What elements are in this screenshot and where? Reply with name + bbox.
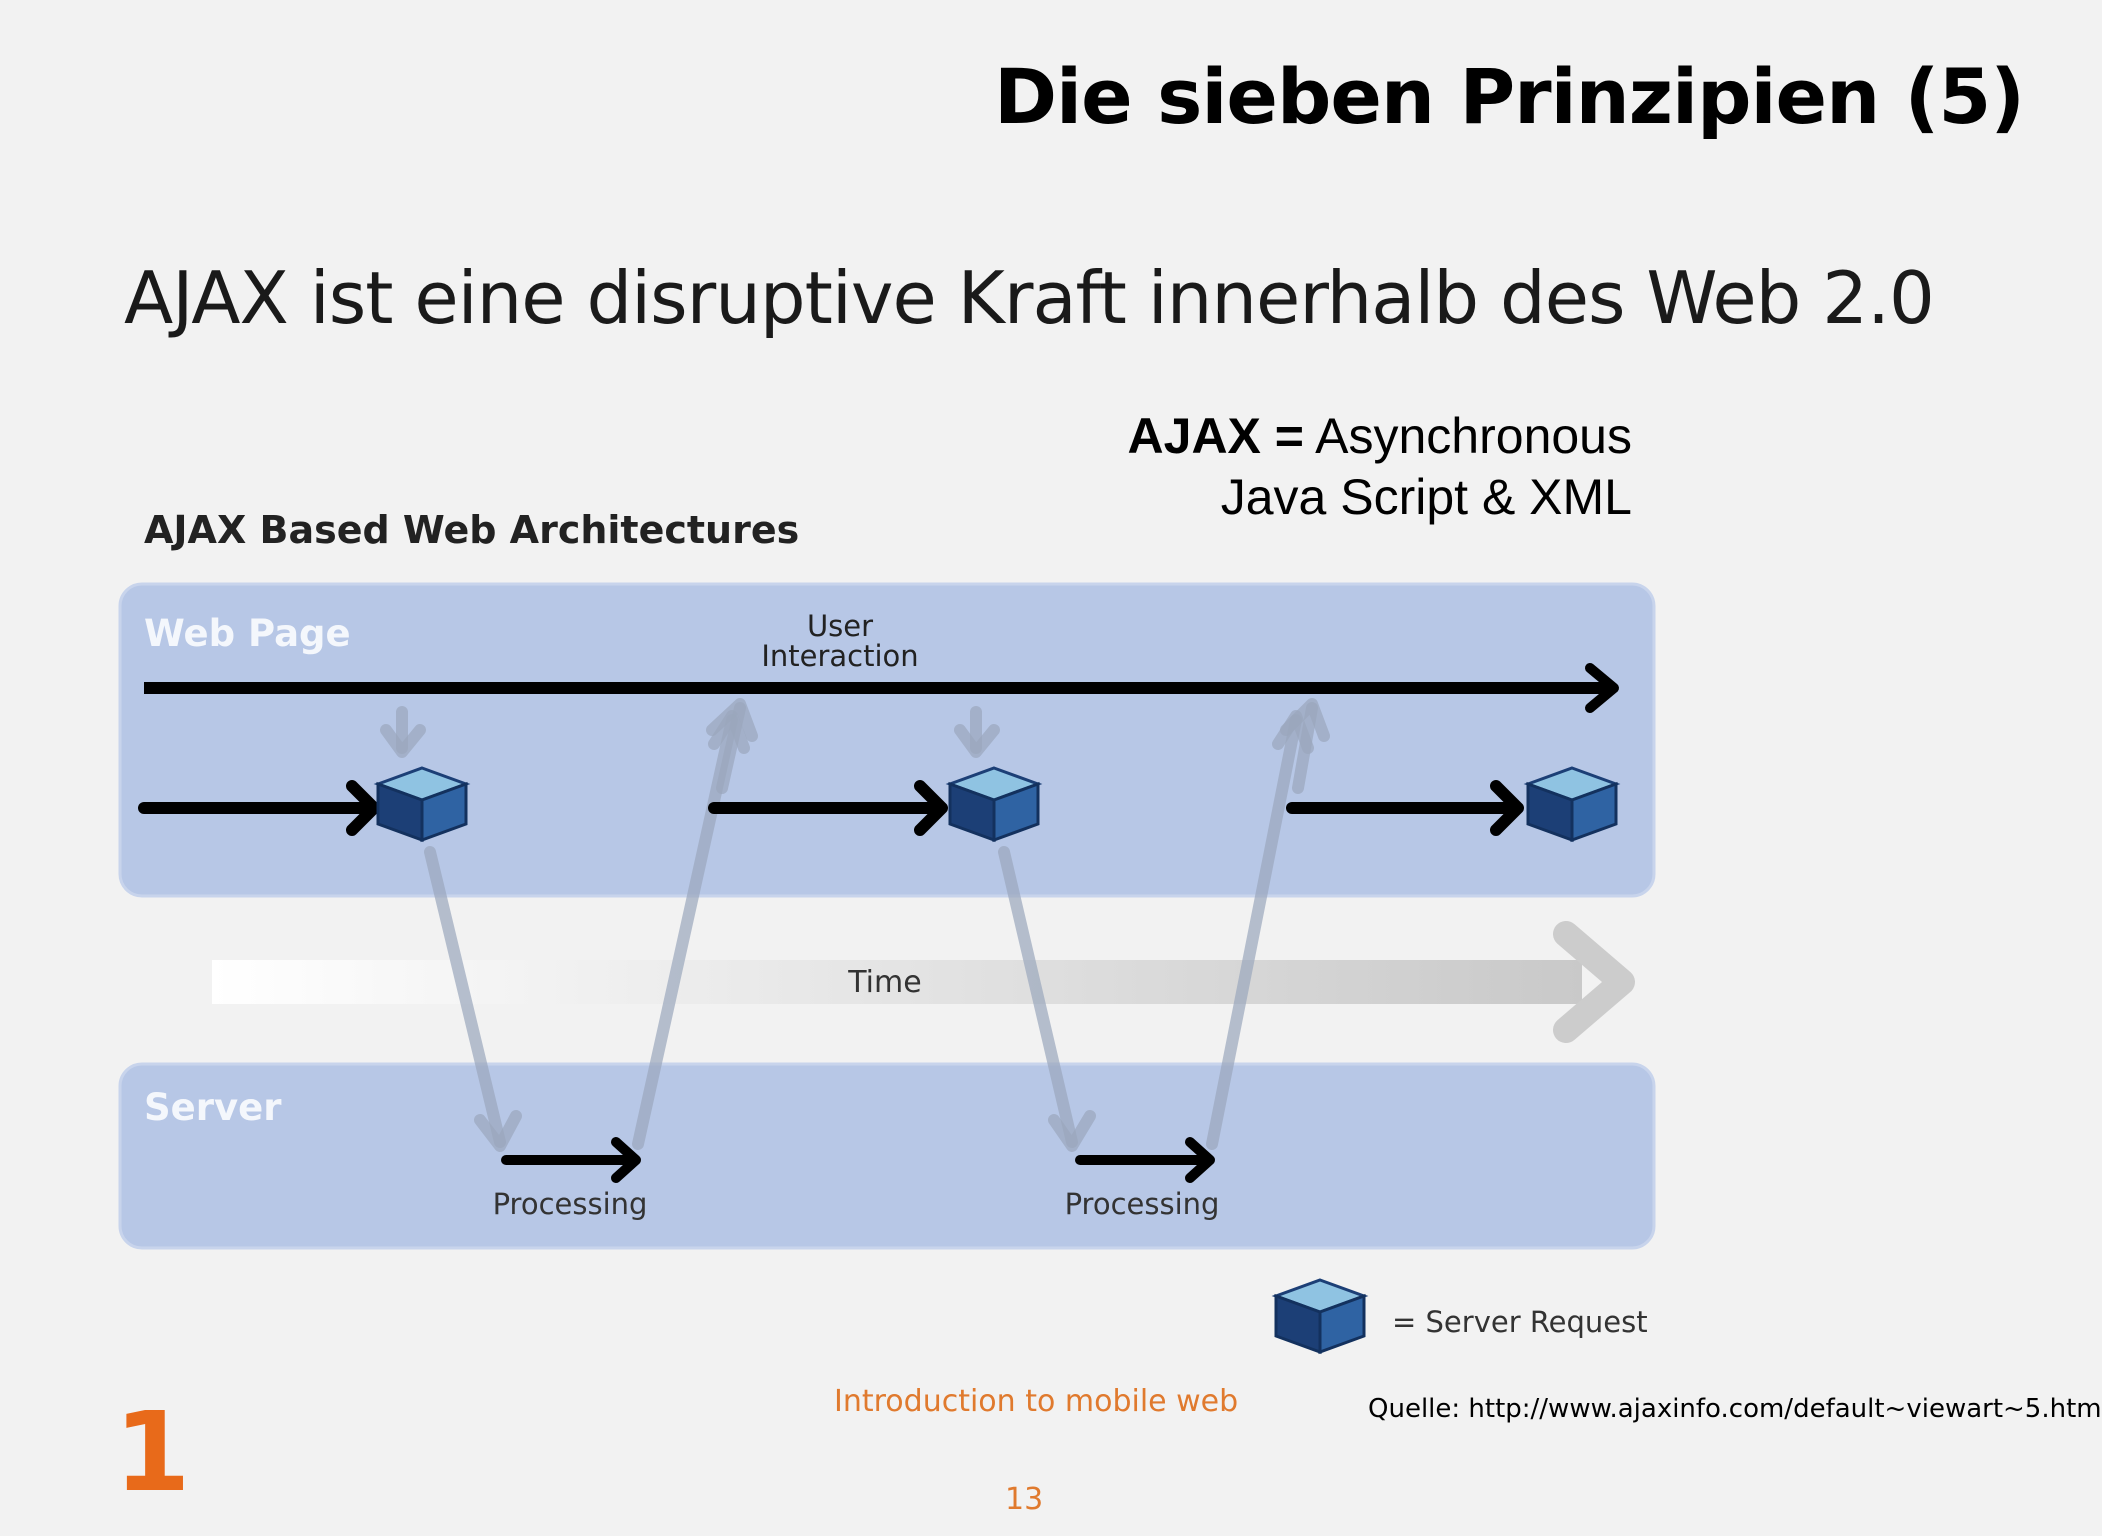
server-label: Server	[144, 1086, 282, 1129]
slide-title: Die sieben Prinzipien (5)	[993, 52, 2025, 141]
ajax-architecture-diagram: Web Page User Interaction Time Server Pr…	[118, 582, 1656, 1354]
acronym-definition: AJAX = Asynchronous Java Script & XML	[1128, 406, 1632, 528]
acronym-line-1: Asynchronous	[1315, 408, 1632, 464]
acronym-line-2: Java Script & XML	[1220, 469, 1632, 525]
request-response-arrows	[380, 698, 1330, 1152]
corner-number: 1	[114, 1388, 191, 1516]
time-label: Time	[847, 965, 921, 1000]
slide-subtitle: AJAX ist eine disruptive Kraft innerhalb…	[124, 256, 1935, 340]
server-request-cube-icon	[1526, 766, 1618, 842]
user-interaction-arrow	[144, 663, 1619, 713]
page-segment-arrows	[138, 780, 1524, 836]
user-interaction-label-2: Interaction	[761, 639, 918, 673]
diagram-title: AJAX Based Web Architectures	[144, 508, 800, 552]
slide-number: 13	[1005, 1482, 1044, 1517]
acronym-term: AJAX =	[1127, 408, 1304, 464]
processing-arrows	[501, 1137, 1215, 1183]
processing-label: Processing	[493, 1187, 648, 1221]
source-citation: Quelle: http://www.ajaxinfo.com/default~…	[1368, 1394, 2102, 1424]
footer-course-name: Introduction to mobile web	[834, 1384, 1239, 1419]
time-arrow	[212, 921, 1635, 1043]
processing-label: Processing	[1065, 1187, 1220, 1221]
server-panel	[118, 1062, 1656, 1250]
server-request-cube-icon	[948, 766, 1040, 842]
legend-label: = Server Request	[1392, 1305, 1648, 1339]
server-request-cube-icon	[376, 766, 468, 842]
user-interaction-label-1: User	[807, 609, 873, 643]
legend-cube-icon	[1274, 1278, 1366, 1354]
web-page-label: Web Page	[144, 612, 351, 655]
